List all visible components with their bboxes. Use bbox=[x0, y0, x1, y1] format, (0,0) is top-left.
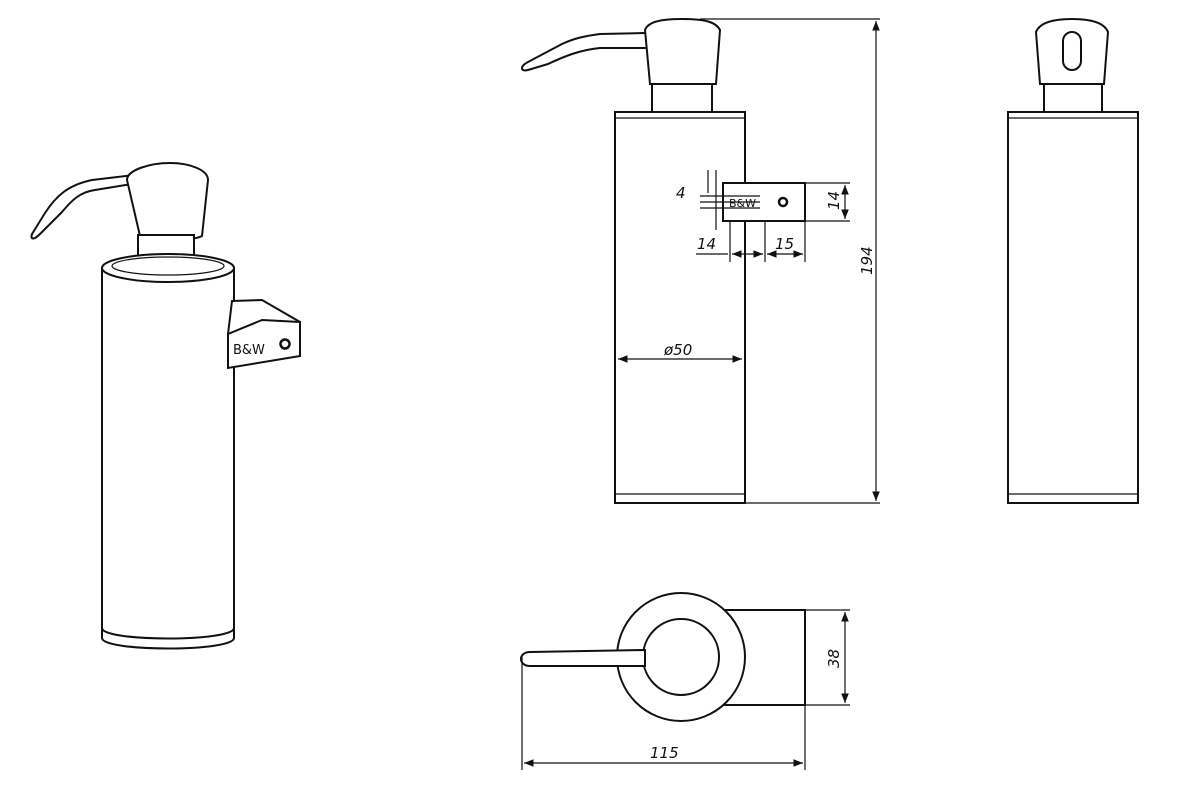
bracket-screw bbox=[279, 338, 291, 350]
bottle-top-rim bbox=[111, 256, 225, 276]
bracket-brand-label: B&W bbox=[233, 343, 265, 358]
dim-bracket-width: 15 bbox=[775, 235, 794, 253]
side-pump-neck bbox=[1043, 83, 1103, 113]
front-body bbox=[614, 111, 746, 504]
front-pump-neck bbox=[651, 83, 713, 113]
top-spout bbox=[520, 648, 646, 667]
front-bracket-screw bbox=[777, 196, 789, 208]
bottle-base-line bbox=[101, 627, 235, 640]
top-view: 38 115 bbox=[520, 592, 850, 770]
front-bracket-brand: B&W bbox=[729, 197, 756, 210]
spout bbox=[30, 174, 135, 240]
bottle-top bbox=[101, 253, 235, 283]
top-inner-circle bbox=[642, 618, 720, 696]
dim-total-length: 115 bbox=[650, 744, 679, 762]
dim-bracket-height: 14 bbox=[825, 191, 843, 210]
front-view: B&W ø50 194 4 14 15 14 bbox=[521, 17, 880, 504]
dim-depth: 38 bbox=[825, 649, 843, 668]
bracket-edge bbox=[227, 319, 301, 335]
side-view bbox=[1007, 17, 1139, 504]
pump-head bbox=[125, 161, 210, 242]
front-spout bbox=[521, 32, 646, 72]
side-slot bbox=[1062, 31, 1082, 71]
front-pump-head bbox=[643, 17, 722, 85]
perspective-view: B&W bbox=[30, 161, 301, 650]
dim-hole-offset: 4 bbox=[676, 184, 686, 202]
dim-height: 194 bbox=[858, 246, 876, 275]
dim-bracket-left: 14 bbox=[697, 235, 716, 253]
side-body bbox=[1007, 111, 1139, 504]
bottle-body bbox=[101, 267, 235, 650]
dim-diameter: ø50 bbox=[663, 341, 692, 359]
